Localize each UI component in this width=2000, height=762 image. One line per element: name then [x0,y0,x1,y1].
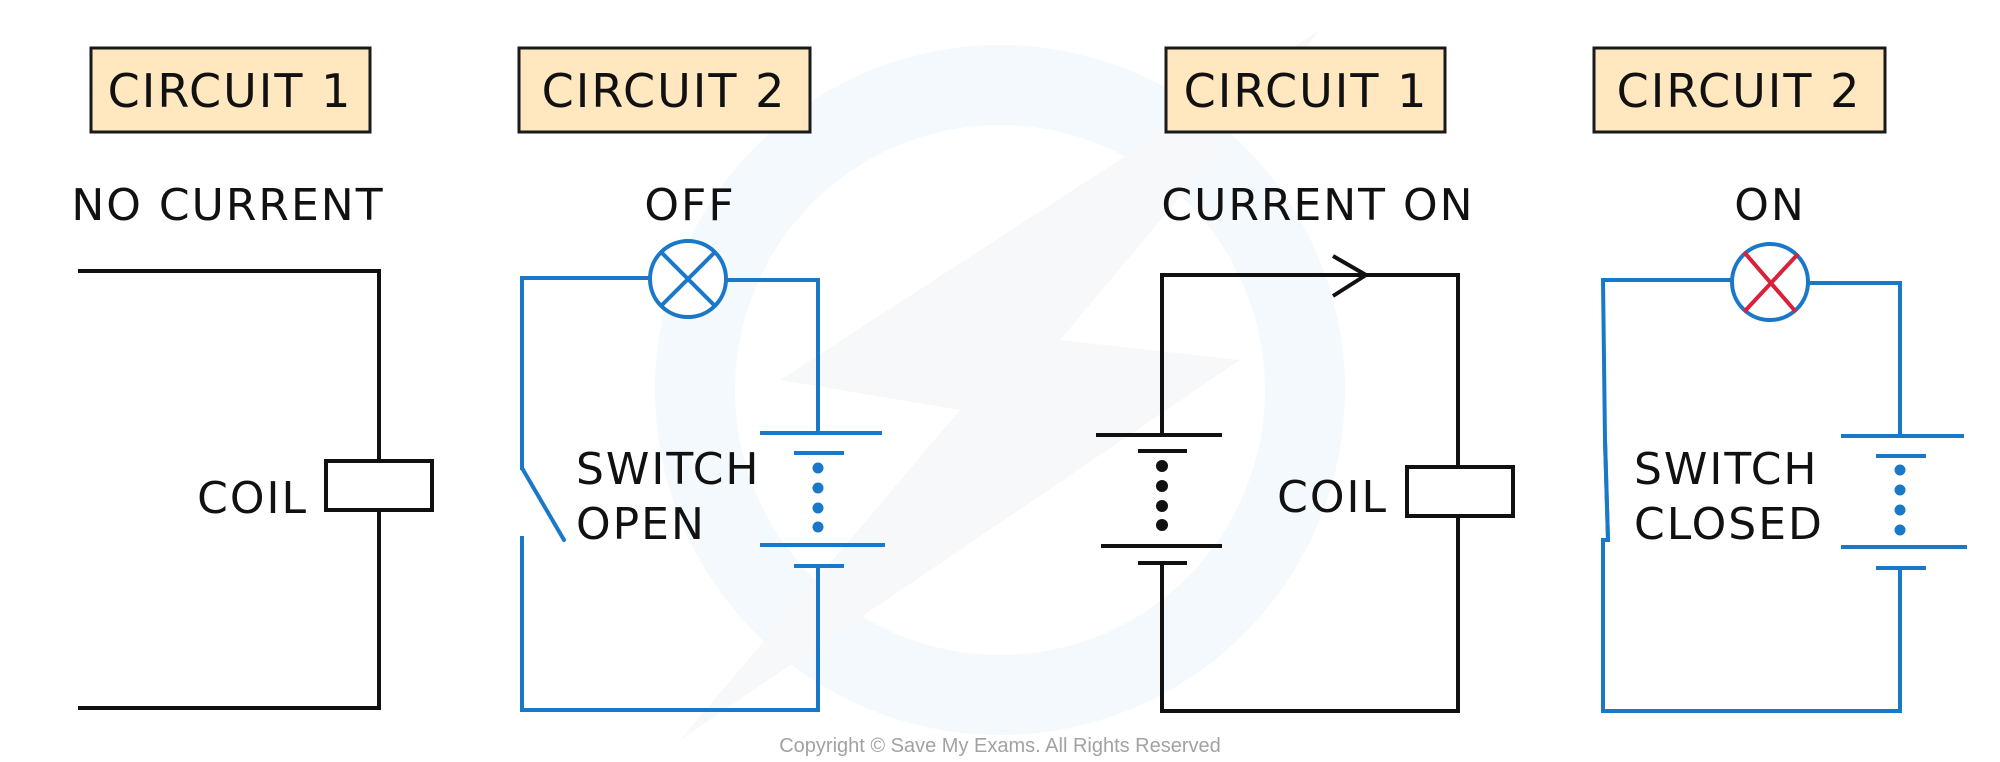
panel-circuit2-off: CIRCUIT 2 OFF SWITCH OPEN [517,46,885,712]
switch-label-line2: OPEN [576,499,706,550]
switch-label-line1: SWITCH [576,444,761,495]
wire-top-right [724,278,820,435]
wire-bottom [78,508,381,710]
copyright-notice: Copyright © Save My Exams. All Rights Re… [779,735,1221,757]
circuit-status: CURRENT ON [1161,180,1474,231]
circuit-label-box: CIRCUIT 1 [1164,46,1447,134]
wire-bottom [1160,514,1460,713]
battery-icon [1096,433,1222,565]
switch-label-line1: SWITCH [1634,444,1819,495]
current-direction-arrow-icon [1331,254,1370,298]
panel-circuit1-on: CIRCUIT 1 CURRENT ON COIL [1096,46,1515,713]
circuit-status: ON [1734,180,1806,231]
battery-icon [1841,434,1967,570]
watermark-logo [655,30,1345,740]
circuit-status: NO CURRENT [71,180,384,231]
switch-open-icon [520,466,566,542]
circuit-title: CIRCUIT 2 [1617,64,1862,118]
circuit-label-box: CIRCUIT 2 [517,46,812,134]
wire-top-left [520,276,652,470]
panel-circuit1-off: CIRCUIT 1 NO CURRENT COIL [71,46,434,710]
circuit-title: CIRCUIT 1 [108,64,353,118]
wire-top [1160,273,1460,469]
circuit-status: OFF [644,180,735,231]
circuit-title: CIRCUIT 2 [542,64,787,118]
coil-label: COIL [1277,472,1388,523]
wire-left-closed-switch [1600,278,1902,713]
coil-icon [324,459,434,512]
circuit-label-box: CIRCUIT 2 [1592,46,1887,134]
switch-closed-icon [1603,439,1610,541]
wire-top [78,269,381,463]
circuit-label-box: CIRCUIT 1 [89,46,372,134]
switch-label-line2: CLOSED [1634,499,1824,550]
coil-label: COIL [197,473,308,524]
panel-circuit2-on: CIRCUIT 2 ON SWITCH CLOSED [1592,46,1967,713]
watermark-lightning-icon [680,30,1320,740]
battery-icon [760,431,885,568]
wire-top-right [1806,281,1902,438]
coil-icon [1405,465,1515,518]
lamp-off-icon [648,239,728,319]
lamp-on-icon [1730,242,1810,322]
wire-bottom [520,536,820,712]
circuit-title: CIRCUIT 1 [1184,64,1429,118]
